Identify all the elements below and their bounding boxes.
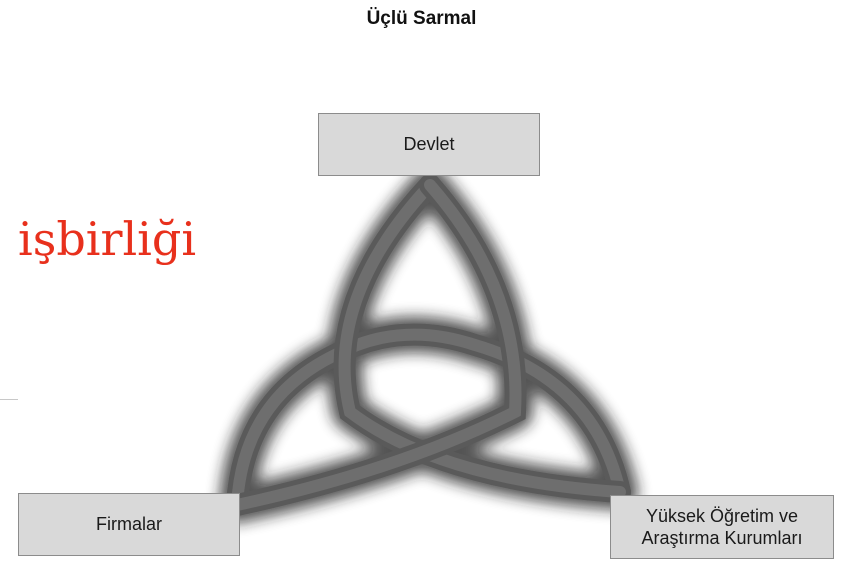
side-text: işbirliği xyxy=(18,212,197,266)
node-universities: Yüksek Öğretim ve Araştırma Kurumları xyxy=(610,495,834,559)
knot-bands xyxy=(226,174,631,516)
node-firmalar: Firmalar xyxy=(18,493,240,556)
divider-line xyxy=(0,399,18,400)
node-devlet: Devlet xyxy=(318,113,540,176)
diagram-title: Üçlü Sarmal xyxy=(366,8,477,29)
